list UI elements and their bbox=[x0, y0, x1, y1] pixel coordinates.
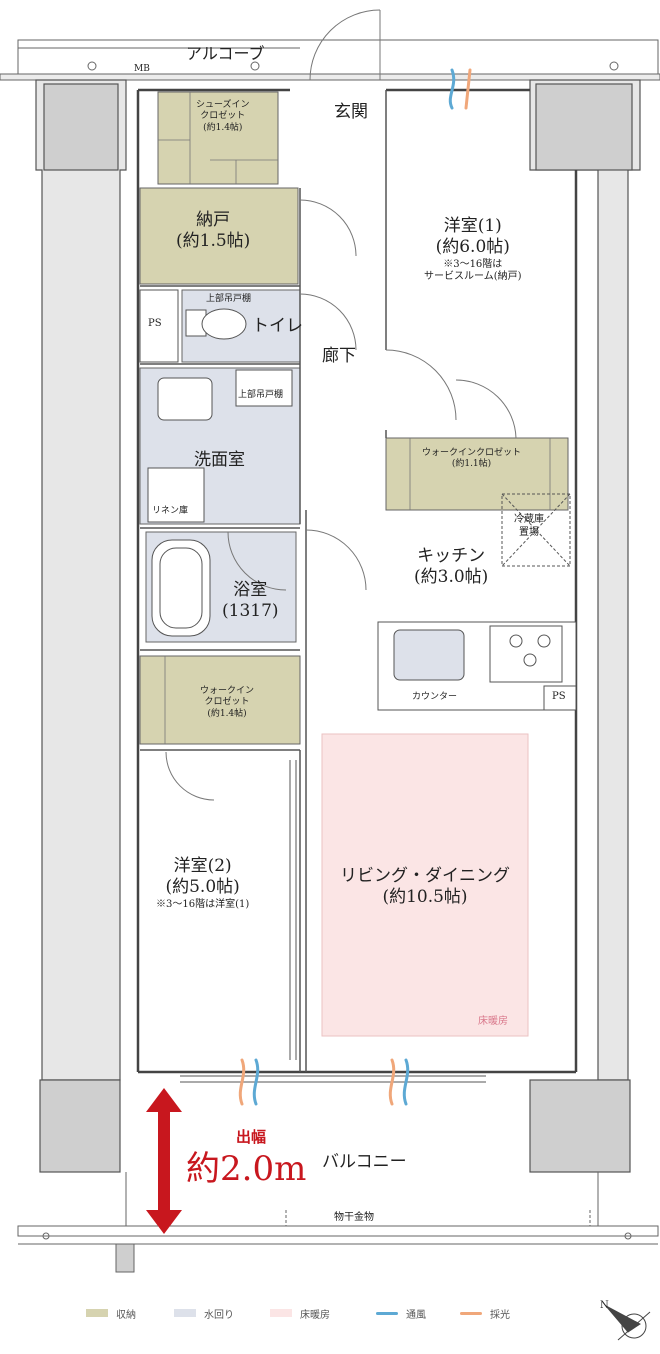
floor-heating-tag: 床暖房 bbox=[478, 1016, 508, 1027]
legend-swatch bbox=[86, 1309, 108, 1317]
ps-right-label: PS bbox=[552, 691, 566, 702]
columns bbox=[35, 79, 641, 1173]
laundry-hardware-label: 物干金物 bbox=[334, 1212, 374, 1223]
linen-label: リネン庫 bbox=[152, 506, 189, 516]
western1-label: 洋室(1)(約6.0帖) ※3〜16階はサービスルーム(納戸) bbox=[424, 216, 522, 282]
living-label: リビング・ダイニング(約10.5帖) bbox=[340, 866, 510, 908]
ps-left-label: PS bbox=[148, 318, 162, 329]
storeroom-label: 納戸(約1.5帖) bbox=[176, 210, 251, 252]
entrance-label: 玄関 bbox=[334, 102, 368, 122]
legend-swatch bbox=[376, 1311, 398, 1315]
storage-areas bbox=[139, 91, 569, 745]
balcony bbox=[17, 1172, 659, 1273]
legend-storage: 収納 bbox=[86, 1306, 136, 1321]
wic-top-label: ウォークインクロゼット(約1.1帖) bbox=[422, 448, 522, 470]
sliding-doors bbox=[180, 760, 486, 1083]
legend-floor-heating: 床暖房 bbox=[270, 1306, 330, 1321]
living-floor-heating-area bbox=[321, 733, 529, 1037]
legend-daylight: 採光 bbox=[460, 1306, 510, 1321]
bathroom-label: 浴室(1317) bbox=[222, 580, 279, 622]
wash-upper-cabinet-label: 上部吊戸棚 bbox=[238, 390, 284, 400]
door-swings bbox=[165, 9, 517, 801]
kitchen-label: キッチン(約3.0帖) bbox=[414, 546, 489, 588]
alcove-label: アルコーブ bbox=[186, 44, 265, 63]
fixtures bbox=[147, 308, 293, 637]
compass bbox=[605, 1305, 651, 1341]
fridge-space bbox=[501, 493, 571, 567]
legend-swatch bbox=[460, 1311, 482, 1315]
ps-boxes bbox=[139, 289, 577, 711]
compass-north-label: N bbox=[600, 1300, 609, 1311]
legend-ventilation: 通風 bbox=[376, 1306, 426, 1321]
alcove-strip bbox=[0, 39, 660, 81]
fridge-label: 冷蔵庫置場 bbox=[514, 514, 544, 538]
depth-value: 約2.0m bbox=[186, 1149, 307, 1189]
outer-walls bbox=[136, 88, 578, 1074]
interior-walls bbox=[140, 90, 387, 1072]
balcony-depth-arrow bbox=[146, 1088, 182, 1234]
corridor-label: 廊下 bbox=[322, 346, 356, 366]
toilet-upper-cabinet-label: 上部吊戸棚 bbox=[206, 294, 252, 304]
balcony-label: バルコニー bbox=[322, 1152, 407, 1172]
legend-water: 水回り bbox=[174, 1306, 234, 1321]
storage-details bbox=[158, 92, 551, 744]
air-light-arrows bbox=[238, 68, 472, 1106]
kitchen-counter bbox=[377, 621, 577, 711]
counter-label: カウンター bbox=[412, 692, 458, 702]
mb-label: MB bbox=[134, 64, 150, 74]
legend-swatch bbox=[174, 1309, 196, 1317]
wic-bottom-label: ウォークインクロゼット(約1.4帖) bbox=[200, 686, 255, 719]
depth-caption: 出幅 bbox=[236, 1128, 267, 1146]
washroom-label: 洗面室 bbox=[194, 450, 245, 470]
shoe-closet-label: シューズインクロゼット(約1.4帖) bbox=[196, 100, 250, 133]
legend-swatch bbox=[270, 1309, 292, 1317]
toilet-label: トイレ bbox=[252, 316, 303, 336]
western2-label: 洋室(2)(約5.0帖) ※3〜16階は洋室(1) bbox=[156, 856, 250, 910]
